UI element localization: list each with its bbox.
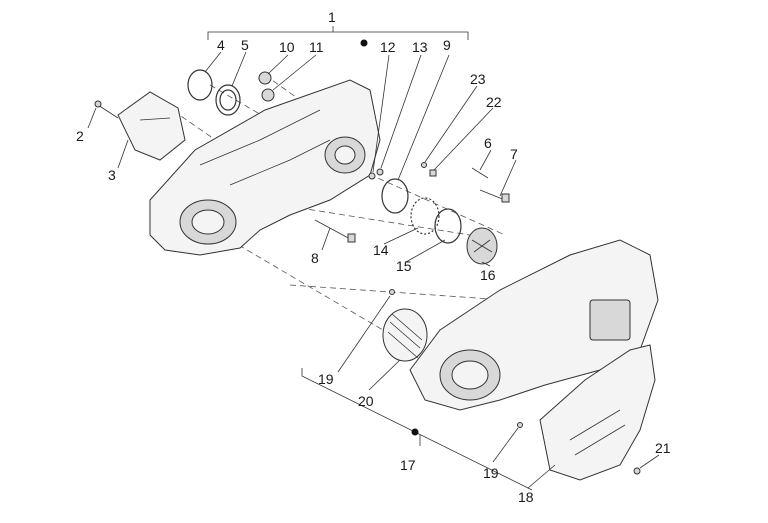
callout-8: 8 (311, 250, 319, 266)
callout-15: 15 (396, 258, 412, 274)
seal-5 (215, 84, 241, 116)
callout-5: 5 (241, 37, 249, 53)
ring-15 (434, 208, 462, 244)
callout-23: 23 (470, 71, 486, 87)
callout-11: 11 (309, 39, 324, 55)
callout-3: 3 (108, 167, 116, 183)
pin-13 (376, 168, 384, 176)
callout-22: 22 (486, 94, 502, 110)
callout-12: 12 (380, 39, 396, 55)
callout-14: 14 (373, 242, 389, 258)
callout-19b: 19 (483, 465, 499, 481)
assembly-bracket-1 (207, 26, 469, 40)
side-cover-18 (539, 344, 656, 481)
washer-12 (368, 172, 376, 180)
bolt-7 (479, 189, 510, 203)
callout-19a: 19 (318, 371, 334, 387)
callout-9: 9 (443, 37, 451, 53)
screw-23 (421, 162, 427, 168)
callout-18: 18 (518, 489, 534, 505)
callout-16: 16 (480, 267, 496, 283)
crankcase-cover (149, 39, 381, 256)
screw-22 (429, 169, 437, 177)
callout-2: 2 (76, 128, 84, 144)
callout-7: 7 (510, 146, 518, 162)
screw-19a (389, 289, 395, 295)
callout-6: 6 (484, 135, 492, 151)
circlip-9 (381, 178, 409, 214)
screw-21 (633, 467, 641, 475)
callout-10: 10 (279, 39, 295, 55)
bearing-14 (410, 197, 440, 235)
callout-labels: 1 2 3 4 5 6 7 8 9 10 11 12 13 14 15 16 1… (76, 9, 671, 505)
ring-4 (187, 69, 213, 101)
callout-20: 20 (358, 393, 374, 409)
callout-21: 21 (655, 440, 671, 456)
callout-17: 17 (400, 457, 416, 473)
plug-11 (261, 88, 275, 102)
bolt-2 (94, 100, 119, 119)
screw-19b (517, 422, 523, 428)
assembly-bracket-17 (301, 368, 533, 491)
callout-1: 1 (328, 9, 336, 25)
outer-cover-17 (409, 239, 659, 436)
bolt-6 (471, 167, 489, 179)
assembly-dot-17 (411, 428, 419, 436)
cap-10 (258, 71, 272, 85)
leader-lines (87, 51, 660, 489)
bracket-part-3 (117, 91, 186, 161)
callout-4: 4 (217, 37, 225, 53)
assembly-dot-1 (360, 39, 368, 47)
callout-13: 13 (412, 39, 428, 55)
bolt-8 (314, 219, 356, 243)
